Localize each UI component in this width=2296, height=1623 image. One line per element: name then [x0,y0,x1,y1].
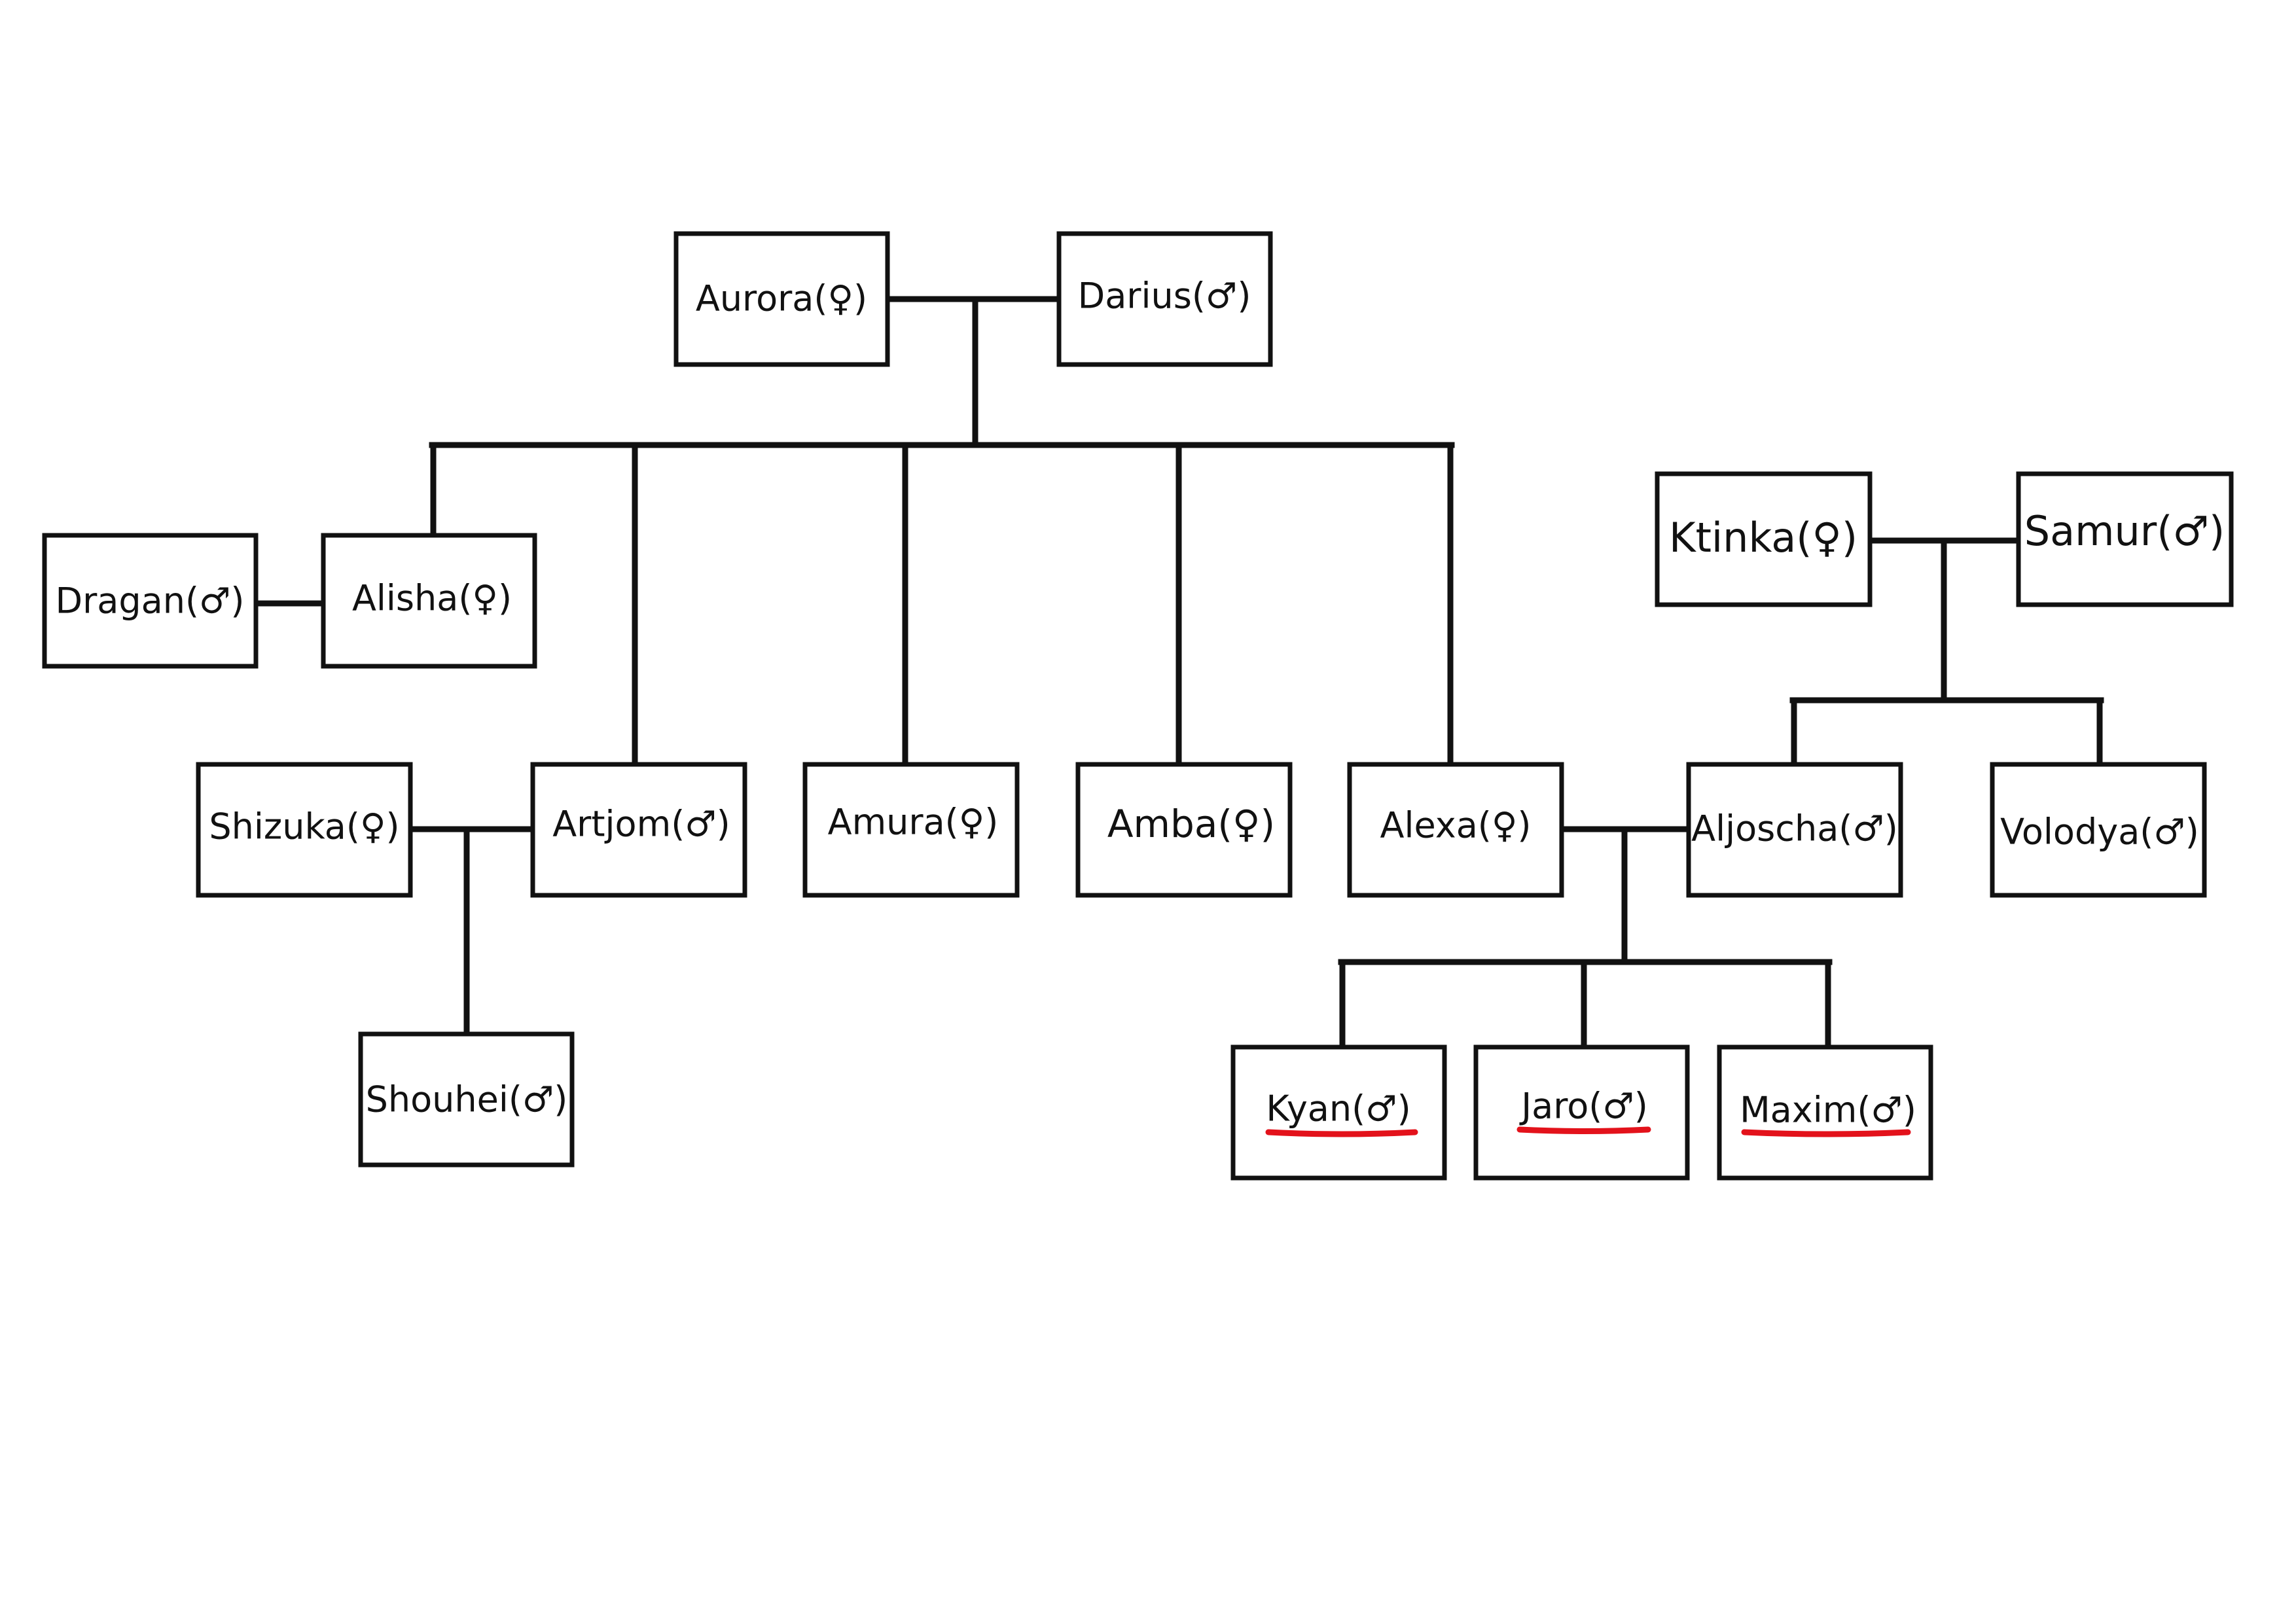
highlight-underlines [1265,1126,1911,1137]
connector-lines [253,296,2104,1050]
person-box-maxim: Maxim(♂) [1717,1044,1933,1181]
person-box-shizuka: Shizuka(♀) [196,762,413,898]
person-box-kyan: Kyan(♂) [1230,1044,1447,1181]
person-name-jaro: Jaro(♂) [1519,1086,1648,1127]
underline-kyan [1265,1129,1418,1137]
person-name-alisha: Alisha(♀) [352,578,512,619]
person-box-ktinka: Ktinka(♀) [1655,471,1873,607]
person-box-aljoscha: Aljoscha(♂) [1686,762,1903,898]
person-name-darius: Darius(♂) [1078,276,1251,317]
person-name-amura: Amura(♀) [828,802,999,843]
person-name-artjom: Artjom(♂) [552,804,730,845]
person-name-samur: Samur(♂) [2024,507,2225,555]
person-box-jaro: Jaro(♂) [1473,1044,1690,1181]
person-name-ktinka: Ktinka(♀) [1669,514,1857,562]
person-name-dragan: Dragan(♂) [55,580,244,622]
person-box-amba: Amba(♀) [1075,762,1293,898]
person-name-kyan: Kyan(♂) [1266,1088,1410,1130]
person-box-alexa: Alexa(♀) [1347,762,1564,898]
person-name-volodya: Volodya(♂) [2000,812,2199,853]
person-box-aurora: Aurora(♀) [673,231,890,367]
person-box-artjom: Artjom(♂) [530,762,747,898]
person-name-aljoscha: Aljoscha(♂) [1691,808,1898,849]
person-box-alisha: Alisha(♀) [321,533,537,669]
person-box-samur: Samur(♂) [2016,471,2234,607]
person-name-shouhei: Shouhei(♂) [366,1079,568,1120]
underline-maxim [1741,1129,1911,1137]
person-box-shouhei: Shouhei(♂) [358,1031,575,1168]
person-box-dragan: Dragan(♂) [42,533,259,669]
underline-jaro [1516,1126,1651,1134]
person-box-volodya: Volodya(♂) [1990,762,2207,898]
person-name-alexa: Alexa(♀) [1380,805,1532,846]
person-name-amba: Amba(♀) [1107,802,1275,846]
person-name-shizuka: Shizuka(♀) [209,806,399,847]
person-name-aurora: Aurora(♀) [696,278,867,319]
person-box-darius: Darius(♂) [1056,231,1273,367]
person-name-maxim: Maxim(♂) [1740,1090,1916,1131]
person-box-amura: Amura(♀) [802,762,1020,898]
